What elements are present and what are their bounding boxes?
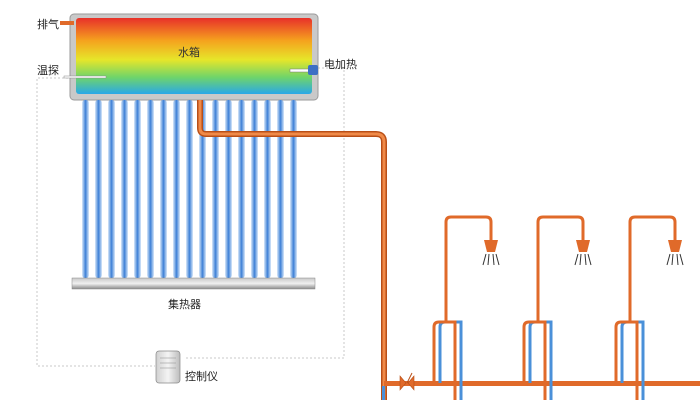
water-tank-label: 水箱: [178, 46, 200, 59]
control-wiring: [36, 67, 345, 367]
shower-head-icon: [482, 240, 500, 266]
shower-branch-1: [432, 215, 500, 400]
shower-branch-2: [522, 215, 592, 400]
water-tank: [69, 13, 319, 101]
exhaust-pipe: [60, 21, 74, 25]
controller-icon: [155, 350, 181, 384]
temp-probe: [63, 75, 107, 79]
shower-head-icon: [666, 240, 684, 266]
electric-heater-label: 电加热: [324, 58, 357, 71]
collector-label: 集热器: [168, 298, 201, 311]
collector-bar: [71, 277, 316, 290]
collector-tubes: [82, 100, 297, 278]
hot-water-main: [197, 100, 387, 400]
cold-pipe-stub: [382, 386, 385, 400]
exhaust-label: 排气: [37, 18, 59, 31]
distribution-pipe: [384, 381, 700, 386]
shower-branch-3: [614, 215, 684, 400]
temp-probe-label: 温探: [37, 64, 59, 77]
controller-label: 控制仪: [185, 370, 218, 383]
valve-icon: [399, 372, 415, 391]
shower-head-icon: [574, 240, 592, 266]
heater-icon: [289, 65, 318, 75]
